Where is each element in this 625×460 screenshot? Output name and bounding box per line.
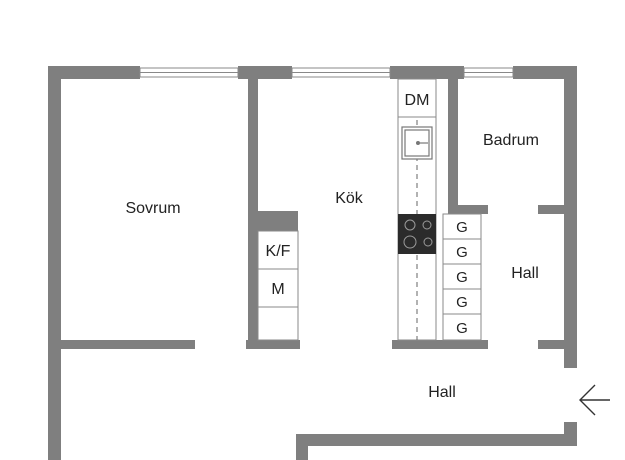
microwave-box bbox=[257, 268, 299, 308]
window-icon bbox=[139, 67, 239, 78]
fixture-label-dishwasher: DM bbox=[405, 92, 430, 109]
wall-top-mid-b bbox=[390, 66, 464, 79]
wall-sovrum-bottom bbox=[61, 340, 195, 349]
interior-walls bbox=[61, 79, 570, 349]
window-icon bbox=[463, 67, 514, 78]
wardrobe-label: G bbox=[456, 219, 468, 236]
wall-left bbox=[48, 66, 61, 460]
kitchen-counter bbox=[397, 78, 437, 341]
wall-bottom-step bbox=[296, 434, 308, 460]
wardrobe-box bbox=[442, 263, 482, 290]
wardrobe-box bbox=[442, 238, 482, 265]
wardrobe-box bbox=[442, 288, 482, 315]
room-label-hall-main: Hall bbox=[428, 384, 456, 401]
wardrobe-label: G bbox=[456, 320, 468, 337]
wardrobe-label: G bbox=[456, 294, 468, 311]
room-label-badrum: Badrum bbox=[483, 132, 539, 149]
stove-icon bbox=[398, 214, 436, 254]
outer-walls bbox=[48, 66, 577, 460]
wall-bottom-right bbox=[296, 434, 577, 446]
appliance-top-cap bbox=[258, 211, 298, 231]
wardrobe-label: G bbox=[456, 244, 468, 261]
window-icon bbox=[291, 67, 391, 78]
wall-hall-bottom-right bbox=[538, 340, 568, 349]
wall-bath-bottom-right bbox=[538, 205, 568, 214]
wall-bath-bottom-left bbox=[448, 205, 488, 214]
fixture-label-fridge-freezer: K/F bbox=[266, 243, 291, 260]
sink-icon bbox=[401, 126, 433, 160]
wardrobe-box bbox=[442, 313, 482, 341]
wall-top-right bbox=[513, 66, 577, 79]
wardrobe-box bbox=[442, 213, 482, 240]
windows bbox=[139, 67, 514, 78]
room-label-sovrum: Sovrum bbox=[125, 200, 180, 217]
wall-top-mid-a bbox=[238, 66, 292, 79]
room-label-hall-small: Hall bbox=[511, 265, 539, 282]
wall-kok-bottom-b bbox=[392, 340, 488, 349]
fridge-freezer-box bbox=[257, 230, 299, 270]
appliance-column bbox=[257, 211, 299, 341]
wall-right-upper bbox=[564, 66, 577, 368]
room-label-kok: Kök bbox=[335, 190, 364, 207]
wall-top-left bbox=[48, 66, 140, 79]
entrance-arrow-icon bbox=[579, 384, 610, 416]
wardrobe-label: G bbox=[456, 269, 468, 286]
wall-hall-right-inner bbox=[566, 214, 570, 340]
wall-bath-left bbox=[448, 79, 458, 209]
wall-sovrum-kok bbox=[248, 79, 258, 347]
fixture-label-microwave: M bbox=[271, 281, 284, 298]
appliance-base bbox=[257, 306, 299, 341]
wall-kok-bottom-a bbox=[246, 340, 300, 349]
wardrobes bbox=[442, 213, 482, 341]
